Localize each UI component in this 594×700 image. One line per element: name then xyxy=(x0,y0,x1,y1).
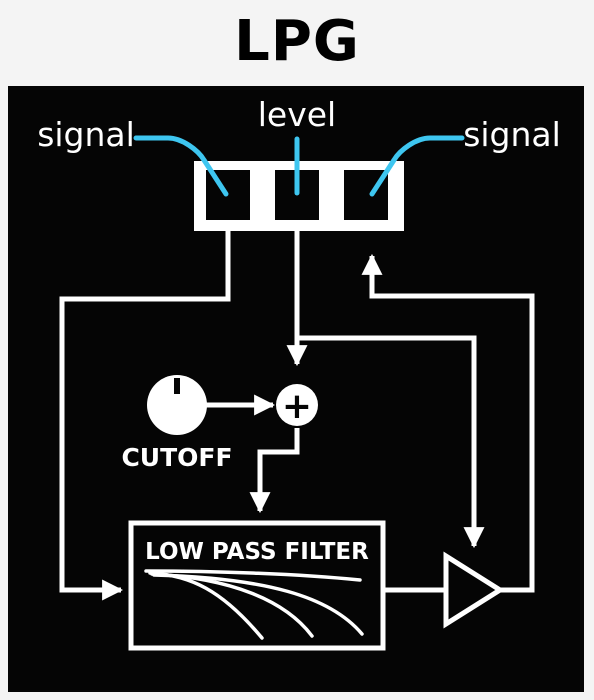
filter-label: LOW PASS FILTER xyxy=(145,539,369,565)
signal-out-label: signal xyxy=(463,115,561,154)
signal-in-label: signal xyxy=(37,115,135,154)
signal-out-leader xyxy=(369,135,465,197)
level-label: level xyxy=(258,95,336,134)
cutoff-knob-icon[interactable] xyxy=(147,375,207,435)
level-to-vca-path xyxy=(297,335,485,549)
vca-to-output-path xyxy=(361,253,535,593)
summing-node-icon: + xyxy=(276,384,318,427)
vca-amplifier-icon xyxy=(443,551,505,629)
signal-wiring xyxy=(59,230,535,601)
signal-in-leader xyxy=(133,135,229,197)
cutoff-label: CUTOFF xyxy=(121,443,232,472)
signal-input-path xyxy=(59,230,231,601)
module-title: LPG xyxy=(234,9,360,74)
callout-leaders xyxy=(133,135,465,197)
summing-plus-symbol: + xyxy=(282,386,312,427)
summer-to-filter-path xyxy=(249,428,300,514)
low-pass-filter-block: LOW PASS FILTER xyxy=(128,520,386,651)
filter-curve-icon xyxy=(144,569,364,640)
